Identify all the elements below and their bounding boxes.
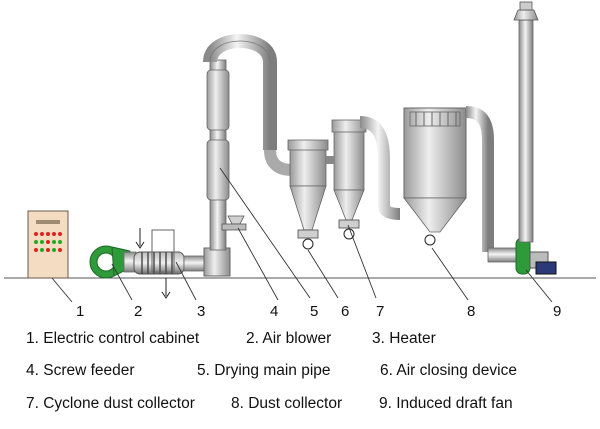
- legend-item-3: 3. Heater: [372, 330, 436, 347]
- callout-6: 6: [341, 303, 349, 320]
- legend-item-9: 9. Induced draft fan: [379, 395, 513, 412]
- callout-5: 5: [310, 303, 318, 320]
- dust-collector: [403, 106, 494, 252]
- heater: [133, 228, 207, 299]
- legend-row-3: 7. Cyclone dust collector 8. Dust collec…: [0, 395, 600, 419]
- electric-control-cabinet: [27, 210, 69, 279]
- legend-item-4: 4. Screw feeder: [26, 362, 135, 379]
- legend-item-1: 1. Electric control cabinet: [26, 330, 200, 347]
- air-closing-device: [297, 219, 360, 250]
- callout-9: 9: [553, 303, 561, 320]
- induced-draft-fan: [487, 1, 557, 275]
- legend-item-5: 5. Drying main pipe: [197, 362, 331, 379]
- leader-lines: [51, 167, 553, 303]
- callout-7: 7: [376, 303, 384, 320]
- legend-item-8: 8. Dust collector: [231, 395, 343, 412]
- cyclone-dust-collector: [287, 116, 401, 231]
- callout-2: 2: [134, 303, 142, 320]
- screw-feeder: [221, 215, 247, 231]
- legend-item-7: 7. Cyclone dust collector: [26, 395, 195, 412]
- drying-main-pipe: [203, 34, 293, 277]
- legend-item-2: 2. Air blower: [246, 330, 332, 347]
- callout-numbers: 1 2 3 4 5 6 7 8 9: [76, 303, 561, 320]
- air-blower: [89, 245, 137, 279]
- legend-item-6: 6. Air closing device: [380, 362, 517, 379]
- callout-3: 3: [197, 303, 205, 320]
- callout-8: 8: [467, 303, 475, 320]
- legend-row-1: 1. Electric control cabinet 2. Air blowe…: [0, 330, 600, 354]
- callout-1: 1: [76, 303, 84, 320]
- callout-4: 4: [270, 303, 278, 320]
- legend-row-2: 4. Screw feeder 5. Drying main pipe 6. A…: [0, 362, 600, 386]
